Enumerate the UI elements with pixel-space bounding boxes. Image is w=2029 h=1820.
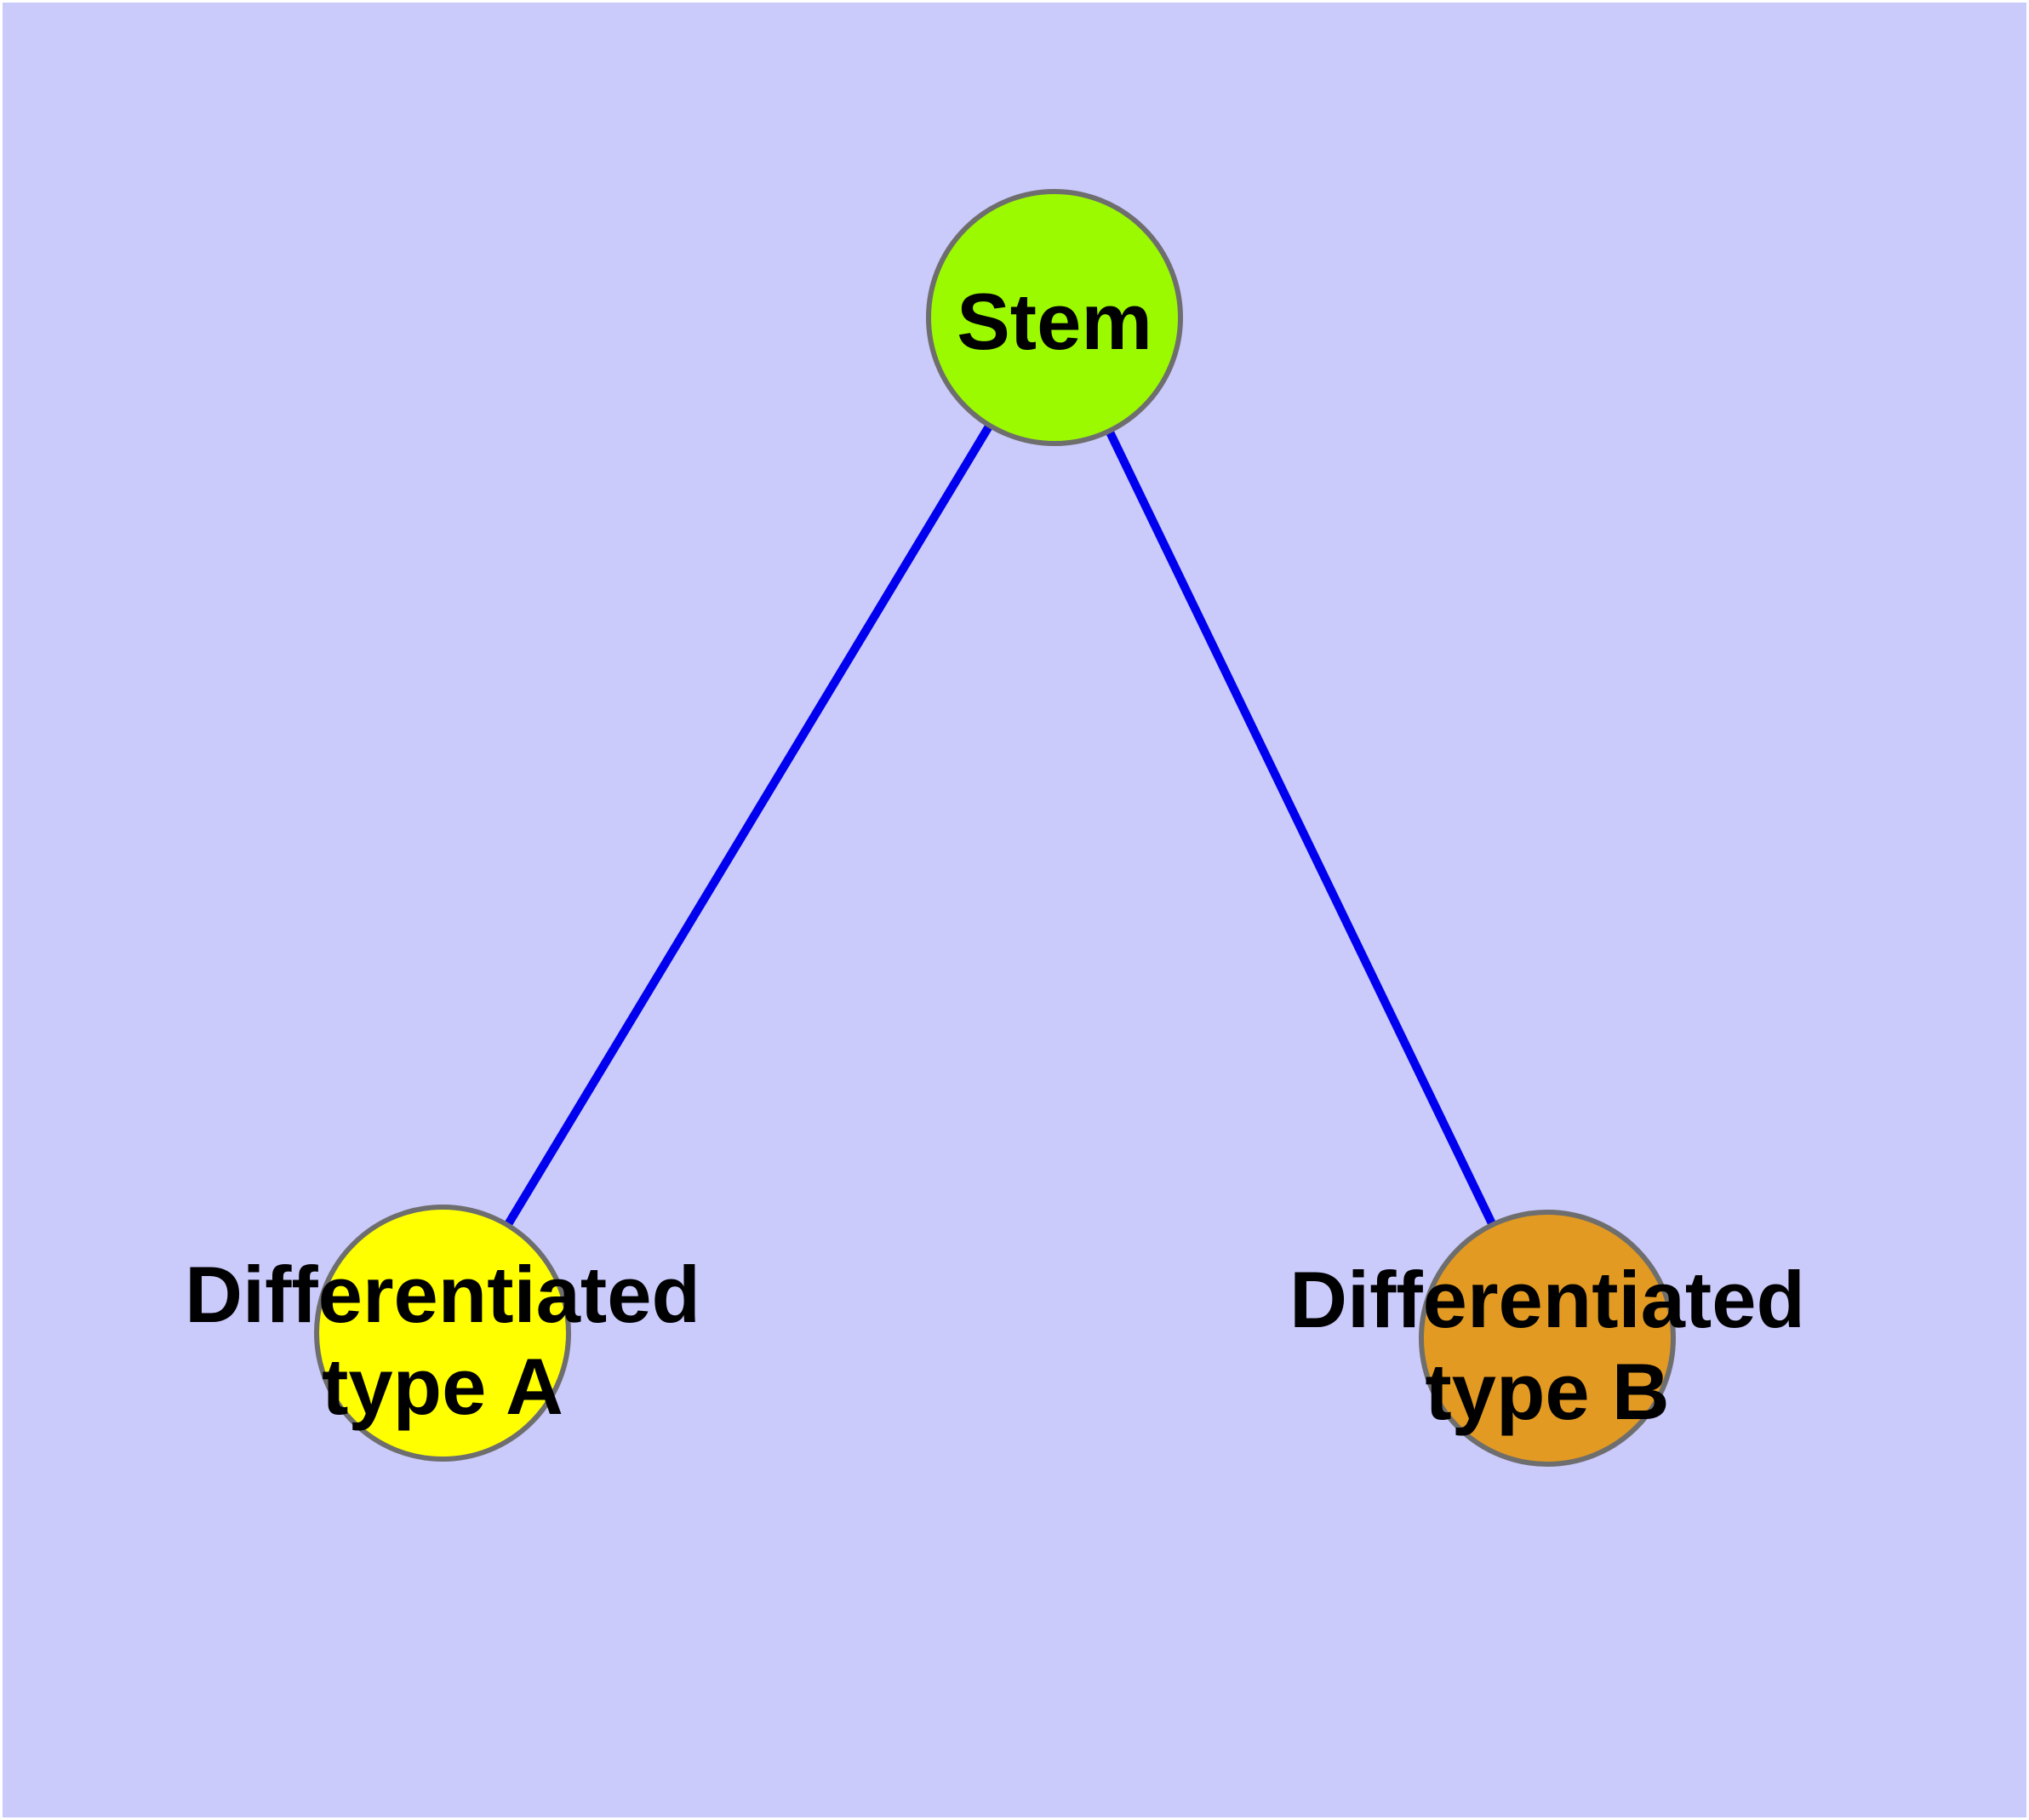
edge-stem-to-type-b	[1050, 315, 1552, 1341]
node-differentiated-type-b-label-line2: type B	[1425, 1347, 1669, 1436]
node-differentiated-type-a-label-line1: Differentiated	[185, 1250, 700, 1339]
node-differentiated-type-b-circle	[1419, 1210, 1676, 1467]
node-differentiated-type-a-label-line2: type A	[322, 1342, 563, 1431]
labels-layer: Stem Differentiated type A Differentiate…	[185, 277, 1805, 1436]
node-stem-circle	[926, 189, 1183, 446]
edges-layer	[438, 315, 1552, 1341]
edge-stem-to-type-a	[438, 315, 1059, 1336]
node-differentiated-type-b-label-line1: Differentiated	[1289, 1255, 1805, 1344]
nodes-layer	[314, 189, 1676, 1467]
node-stem-label: Stem	[957, 277, 1152, 366]
node-differentiated-type-a-circle	[314, 1205, 571, 1462]
